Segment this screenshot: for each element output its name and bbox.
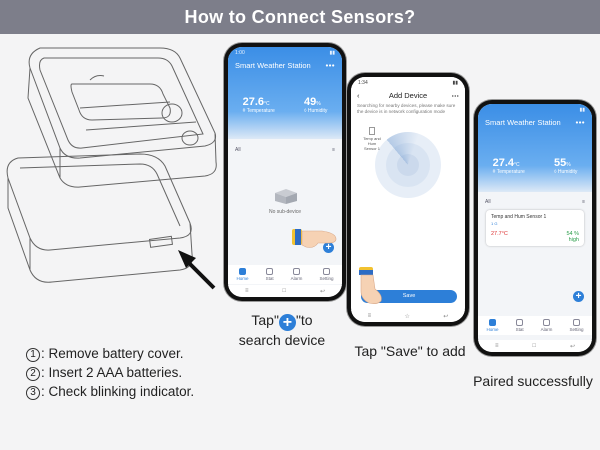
system-nav-bar: ≡ □ ↩ <box>478 340 592 352</box>
save-button[interactable]: Save <box>361 290 457 303</box>
system-nav-bar: ≡ □ ↩ <box>228 285 342 297</box>
sensor-device-illustration <box>6 47 217 290</box>
phone-screen: 1:00 ▮▮ Smart Weather Station ••• 27.6°C #… <box>228 47 342 297</box>
app-title: Smart Weather Station <box>485 118 561 127</box>
home-nav-icon[interactable]: ☆ <box>404 313 410 320</box>
list-view-icon[interactable]: ≡ <box>582 199 585 205</box>
tab-setting[interactable]: Setting <box>569 319 583 332</box>
sensor-icon <box>369 127 375 135</box>
home-nav-icon[interactable]: □ <box>282 288 287 294</box>
filter-all[interactable]: All <box>235 147 241 153</box>
sensor-name: Temp and Hum Sensor 1 <box>491 214 547 220</box>
tab-stat[interactable]: Stat <box>266 268 274 281</box>
sensor-channel: 1 G <box>491 221 498 226</box>
phone-add-device: 1:34 ▮▮ ‹ Add Device ⋯ Searching for nearby… <box>347 73 469 326</box>
recent-apps-icon[interactable]: ≡ <box>494 343 499 349</box>
tab-stat[interactable]: Stat <box>516 319 524 332</box>
back-icon[interactable]: ‹ <box>357 91 360 100</box>
step-3: 3: Check blinking indicator. <box>26 382 194 401</box>
page-title: How to Connect Sensors? <box>0 0 600 34</box>
bottom-tab-bar: Home Stat Alarm Setting <box>228 265 342 284</box>
caption-paired: Paired successfully <box>473 373 593 389</box>
bottom-tab-bar: Home Stat Alarm Setting <box>478 316 592 335</box>
home-nav-icon[interactable]: □ <box>532 343 537 349</box>
signal-icon: ▮▮ <box>452 80 458 86</box>
caption-save: Tap "Save" to add <box>354 343 466 359</box>
more-menu-icon[interactable]: ⋯ <box>451 91 460 100</box>
empty-box-icon <box>275 189 297 204</box>
back-nav-icon[interactable]: ↩ <box>443 313 449 320</box>
caption-search: Tap"+"to search device <box>238 312 326 348</box>
sensor-card[interactable]: Temp and Hum Sensor 1 1 G 27.7°C 54 %hig… <box>486 210 584 246</box>
app-header: 1:00 ▮▮ Smart Weather Station ••• 27.6°C #… <box>228 47 342 139</box>
temperature-reading: 27.4°C # Temperature <box>492 157 525 175</box>
plus-icon: + <box>278 314 296 331</box>
empty-state-text: No sub-device <box>269 209 301 215</box>
step-text: : Check blinking indicator. <box>41 384 195 399</box>
step-number: 1 <box>26 348 40 362</box>
tapping-hand-icon <box>292 229 337 248</box>
phone-screen: ▮▮ Smart Weather Station ••• 27.4°C # Tem… <box>478 104 592 352</box>
tab-alarm[interactable]: Alarm <box>291 268 302 281</box>
found-device-item[interactable]: Temp and Hum Sensor 1 <box>361 127 383 151</box>
add-device-button[interactable]: + <box>323 242 334 253</box>
recent-apps-icon[interactable]: ≡ <box>367 313 372 319</box>
status-bar: 1:00 ▮▮ <box>228 47 342 59</box>
recent-apps-icon[interactable]: ≡ <box>244 288 249 294</box>
phone-paired: ▮▮ Smart Weather Station ••• 27.4°C # Tem… <box>474 100 596 356</box>
device-filter-bar: All ≡ <box>228 147 342 153</box>
more-menu-icon[interactable]: ••• <box>325 61 335 70</box>
step-text: : Remove battery cover. <box>41 346 184 361</box>
tab-setting[interactable]: Setting <box>319 268 333 281</box>
back-nav-icon[interactable]: ↩ <box>319 288 326 295</box>
step-text: : Insert 2 AAA batteries. <box>41 365 183 380</box>
phone-screen: 1:34 ▮▮ ‹ Add Device ⋯ Searching for nearby… <box>351 77 465 322</box>
more-menu-icon[interactable]: ••• <box>575 118 585 127</box>
tab-alarm[interactable]: Alarm <box>541 319 552 332</box>
signal-icon: ▮▮ <box>579 107 585 113</box>
status-time: 1:00 <box>235 50 245 56</box>
system-nav-bar: ≡ ☆ ↩ <box>351 310 465 322</box>
phone-home-empty: 1:00 ▮▮ Smart Weather Station ••• 27.6°C #… <box>224 43 346 301</box>
device-filter-bar: All ≡ <box>478 199 592 205</box>
sensor-temperature: 27.7°C <box>491 231 508 237</box>
sensor-humidity: 54 %high <box>566 231 579 243</box>
search-instruction-text: Searching for nearby devices, please mak… <box>357 103 456 114</box>
humidity-reading: 49% ◊ Humidity <box>304 96 328 114</box>
tapping-hand-icon <box>359 267 382 304</box>
step-1: 1: Remove battery cover. <box>26 344 194 363</box>
step-2: 2: Insert 2 AAA batteries. <box>26 363 194 382</box>
humidity-reading: 55% ◊ Humidity <box>554 157 578 175</box>
search-radar <box>375 132 441 198</box>
add-device-button[interactable]: + <box>573 291 584 302</box>
temperature-reading: 27.6°C # Temperature <box>242 96 275 114</box>
tab-home[interactable]: Home <box>487 319 499 332</box>
add-device-title: Add Device <box>388 91 428 100</box>
list-view-icon[interactable]: ≡ <box>332 147 335 153</box>
status-time: 1:34 <box>358 80 368 86</box>
add-device-header: 1:34 ▮▮ ‹ Add Device ⋯ <box>351 77 465 102</box>
filter-all[interactable]: All <box>485 199 491 205</box>
app-header: ▮▮ Smart Weather Station ••• 27.4°C # Tem… <box>478 104 592 192</box>
step-number: 3 <box>26 386 40 400</box>
back-nav-icon[interactable]: ↩ <box>569 343 576 350</box>
signal-icon: ▮▮ <box>329 50 335 56</box>
tab-home[interactable]: Home <box>237 268 249 281</box>
app-title: Smart Weather Station <box>235 61 311 70</box>
instructions-list: 1: Remove battery cover. 2: Insert 2 AAA… <box>26 344 194 401</box>
step-number: 2 <box>26 367 40 381</box>
